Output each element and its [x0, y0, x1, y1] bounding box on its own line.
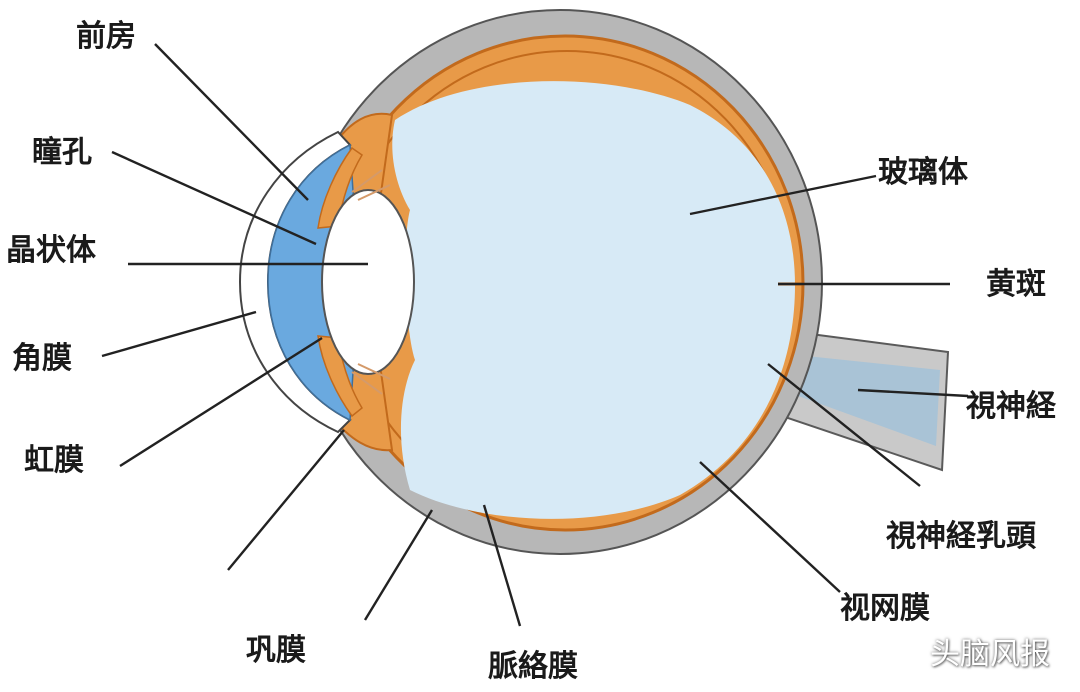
- label-lens: 晶状体: [6, 233, 96, 268]
- leader-optic-disc: [767, 363, 921, 487]
- label-choroid: 脈絡膜: [488, 649, 578, 684]
- zonule-upper: [351, 169, 391, 201]
- label-anterior-chamber: 前房: [76, 19, 136, 54]
- zonule-lower: [351, 363, 391, 395]
- label-vitreous-body: 玻璃体: [878, 155, 968, 190]
- label-cornea: 角膜: [12, 341, 72, 376]
- leader-anterior-chamber: [154, 43, 309, 201]
- lens: [321, 189, 415, 375]
- leader-vitreous: [689, 174, 877, 216]
- vitreous-body: [392, 81, 795, 519]
- label-optic-nerve: 視神経: [966, 389, 1056, 424]
- label-pupil: 瞳孔: [32, 135, 92, 170]
- leader-lines: [101, 43, 969, 627]
- label-sclera: 巩膜: [246, 633, 306, 668]
- label-retina: 视网膜: [840, 591, 930, 626]
- label-iris: 虹膜: [24, 443, 84, 478]
- watermark: 头脑风报: [930, 637, 1050, 672]
- leader-retina: [699, 461, 841, 593]
- leader-sclera-2: [363, 509, 434, 621]
- leader-cornea: [101, 310, 257, 358]
- leader-optic-nerve: [857, 388, 969, 398]
- leader-choroid: [482, 504, 522, 627]
- leader-pupil: [111, 150, 317, 246]
- label-optic-disc: 視神経乳頭: [886, 519, 1036, 554]
- label-macula: 黄斑: [986, 267, 1046, 302]
- leader-iris: [119, 336, 323, 468]
- iris-upper: [317, 146, 364, 229]
- leader-sclera: [227, 429, 345, 571]
